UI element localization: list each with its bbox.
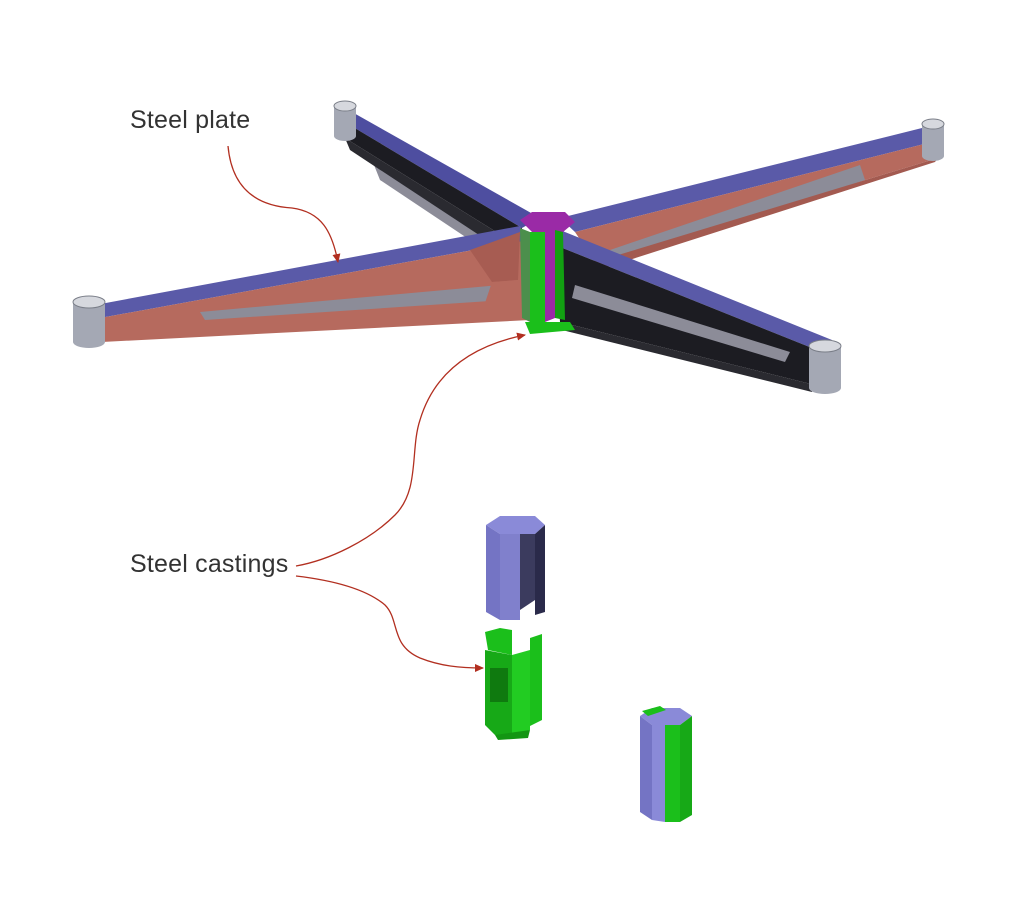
post-back-right [921,118,945,161]
arm-back-right [560,126,940,270]
post-front-right [808,339,842,394]
steel-plate-label: Steel plate [130,106,251,134]
casting-upper-blue [486,516,545,620]
arm-front-right [555,230,832,392]
post-back-left [333,100,357,141]
arm-back-left [338,112,540,262]
steel-castings-label: Steel castings [130,550,289,578]
hub-casting [520,212,575,334]
casting-standalone [640,706,692,822]
arrow-steel-castings-hub [295,332,526,567]
arrow-steel-plate [227,145,341,263]
post-front-left [72,295,106,348]
casting-lower-green [485,628,542,740]
steel-plate-frame [72,100,945,394]
arrow-steel-castings-lower [295,575,484,672]
arm-front-left [95,226,530,342]
